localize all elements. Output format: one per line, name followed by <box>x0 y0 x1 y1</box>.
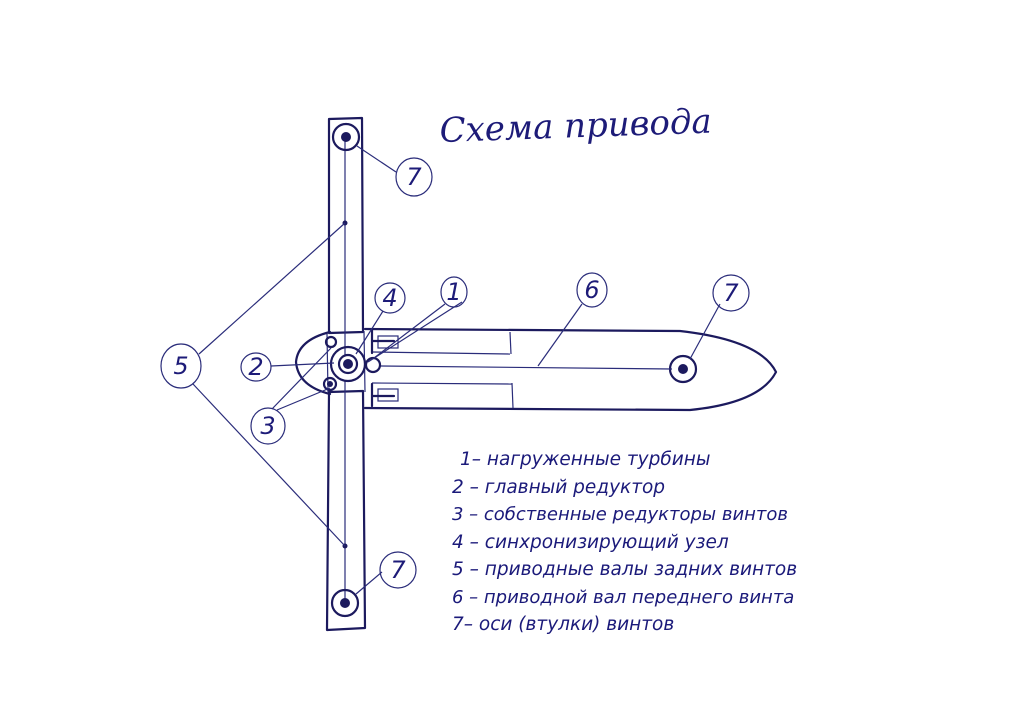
svg-text:5: 5 <box>173 352 188 380</box>
svg-text:3: 3 <box>260 412 275 440</box>
callout-5: 5 <box>160 343 202 389</box>
callout-3: 3 <box>250 407 286 445</box>
propeller-hub-front <box>668 354 698 384</box>
svg-text:4: 4 <box>382 284 397 312</box>
legend-item-4: 4 – синхронизирующий узел <box>452 531 729 553</box>
callout-7-right: 7 <box>712 274 750 312</box>
legend-item-7: 7– оси (втулки) винтов <box>452 614 675 635</box>
svg-text:2: 2 <box>248 353 263 381</box>
svg-text:7: 7 <box>723 279 739 307</box>
propeller-hub-top <box>331 122 361 152</box>
legend-item-2: 2 – главный редуктор <box>452 476 666 498</box>
propeller-hub-bottom <box>330 588 360 618</box>
legend-item-1: 1– нагруженные турбины <box>460 449 711 470</box>
callout-7-top: 7 <box>395 157 433 197</box>
callout-6: 6 <box>576 272 608 308</box>
transverse-beam <box>325 116 367 632</box>
front-drive-shaft <box>379 365 673 370</box>
callout-7-bottom: 7 <box>379 551 417 589</box>
longitudinal-body <box>363 327 778 412</box>
svg-text:6: 6 <box>584 276 599 304</box>
legend-item-5: 5 – приводные валы задних винтов <box>452 559 798 580</box>
leader-lines <box>192 145 721 595</box>
propeller-gearboxes <box>322 335 382 392</box>
diagram-title: Схема привода <box>439 102 712 151</box>
callout-2: 2 <box>240 352 272 382</box>
callout-4: 4 <box>374 282 406 314</box>
callout-1: 1 <box>440 276 468 308</box>
legend-item-3: 3 – собственные редукторы винтов <box>452 504 789 525</box>
legend-item-6: 6 – приводной вал переднего винта <box>452 586 795 608</box>
svg-text:1: 1 <box>446 278 461 306</box>
svg-text:7: 7 <box>406 163 422 191</box>
svg-text:7: 7 <box>390 556 406 584</box>
legend-list: 1– нагруженные турбины 2 – главный редук… <box>452 446 892 639</box>
